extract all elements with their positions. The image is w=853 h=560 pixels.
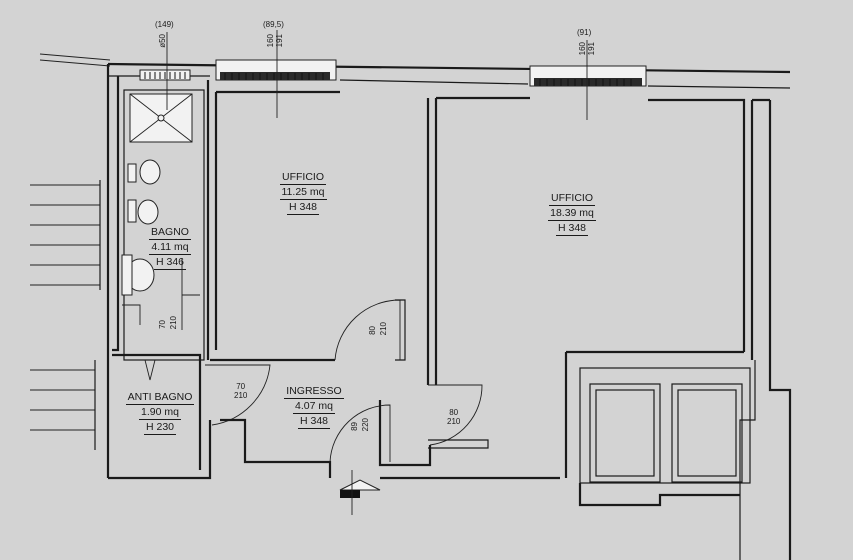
- lift-bottom-wall: [578, 483, 740, 507]
- door-label-bath: 70 210: [158, 316, 179, 330]
- room-label-ingresso: INGRESSO 4.07 mq H 348: [274, 384, 354, 429]
- room-area: 4.11 mq: [149, 241, 191, 255]
- lift-shaft-1: [589, 383, 661, 483]
- room-height: H 230: [143, 421, 177, 435]
- office2-door-leaf: [428, 439, 489, 449]
- window-label-bath-dims: ø50: [158, 34, 167, 48]
- ingresso-wall-right: [378, 400, 432, 467]
- outer-left-wall-inner: [112, 76, 120, 352]
- external-wall-top: [107, 62, 791, 74]
- toilet: [139, 159, 161, 185]
- office1-door-arc: [334, 299, 401, 361]
- entrance-door-arc: [329, 404, 391, 463]
- vent-symbol: [144, 359, 156, 381]
- bidet: [137, 199, 159, 225]
- door-label-entrance: 89 220: [350, 418, 371, 432]
- window-label-office1-dims: 160 191: [266, 34, 284, 48]
- entrance-marker: [340, 490, 360, 498]
- stair-lines-lower: [30, 360, 96, 450]
- external-wall-inner-mid: [339, 79, 529, 85]
- room-label-antibagno: ANTI BAGNO 1.90 mq H 230: [120, 390, 200, 435]
- lift-shaft-2: [671, 383, 743, 483]
- room-area: 4.07 mq: [293, 400, 335, 414]
- window-bath: [139, 69, 191, 81]
- office2-door-arc: [428, 384, 483, 446]
- window-office1: [215, 59, 337, 81]
- left-top-diagonal: [39, 53, 111, 67]
- external-wall-inner-right: [647, 85, 791, 89]
- room-name: INGRESSO: [284, 385, 344, 399]
- door-label-office2: 80 210: [447, 408, 461, 426]
- antibagno-door-arc: [205, 364, 271, 426]
- room-name: ANTI BAGNO: [125, 391, 195, 405]
- window-label-office1-top: (89,5): [263, 20, 284, 29]
- stair-lines-upper: [30, 180, 101, 290]
- door-label-office1: 80 210: [368, 322, 389, 336]
- lift-block: [579, 367, 751, 484]
- room-height: H 348: [555, 222, 589, 236]
- antibagno-bottom: [108, 420, 212, 480]
- right-wall-inner: [739, 360, 756, 560]
- office2-wall-top-right: [648, 98, 746, 352]
- room-label-office-2: UFFICIO 18.39 mq H 348: [532, 191, 612, 236]
- bathroom-outline: [123, 89, 205, 361]
- bathroom-door-leaf: [122, 304, 141, 325]
- office1-door-jamb: [395, 299, 406, 361]
- room-height: H 346: [153, 256, 187, 270]
- room-name: UFFICIO: [549, 192, 595, 206]
- room-height: H 348: [297, 415, 331, 429]
- room-name: BAGNO: [149, 226, 191, 240]
- room-label-office-1: UFFICIO 11.25 mq H 348: [268, 170, 338, 215]
- ingresso-wall-left-bottom: [220, 418, 332, 478]
- window-label-office2-dims: 160 191: [578, 42, 596, 56]
- window-office2: [529, 65, 647, 87]
- room-area: 1.90 mq: [139, 406, 181, 420]
- antibagno-walls: [112, 353, 202, 470]
- entrance-arrow-icon: [339, 479, 381, 491]
- room-area: 18.39 mq: [548, 207, 596, 221]
- room-name: UFFICIO: [280, 171, 326, 185]
- room-height: H 348: [286, 201, 320, 215]
- right-wall: [768, 100, 792, 560]
- room-label-bathroom: BAGNO 4.11 mq H 346: [140, 225, 200, 270]
- door-label-antibagno: 70 210: [234, 382, 248, 400]
- window-label-office2-top: (91): [577, 28, 592, 37]
- window-label-bath-top: (149): [155, 20, 174, 29]
- room-area: 11.25 mq: [279, 186, 327, 200]
